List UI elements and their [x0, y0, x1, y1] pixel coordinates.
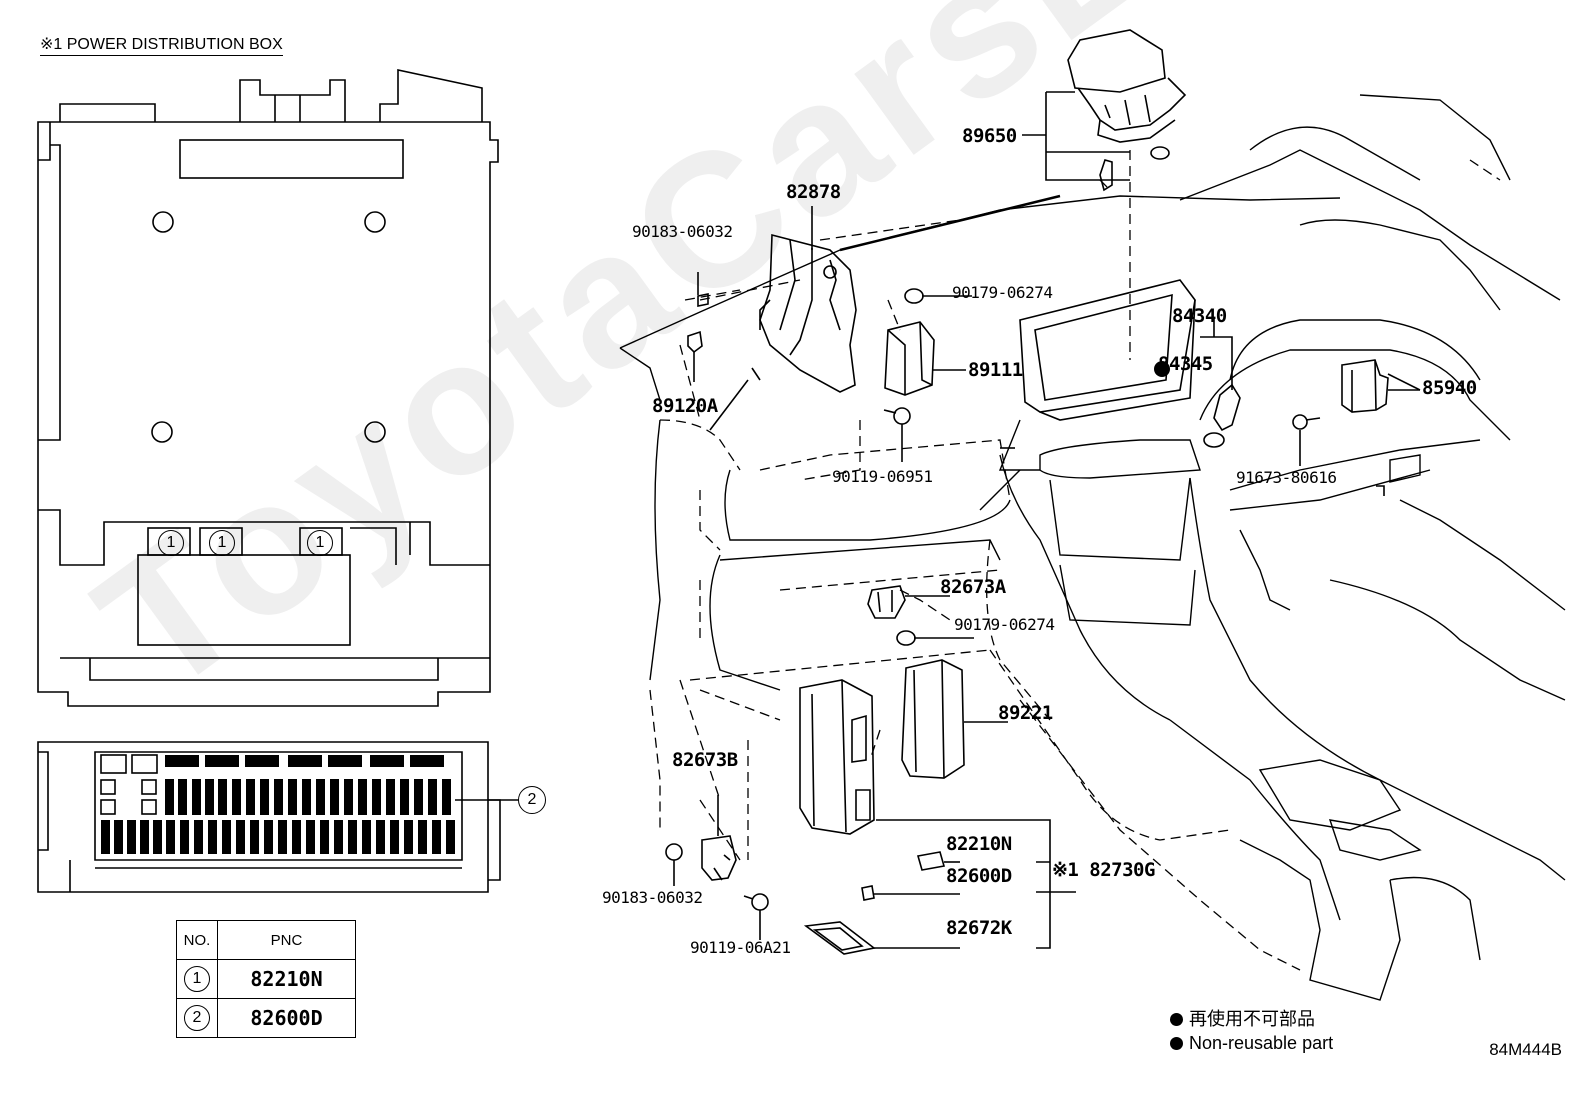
label-89650[interactable]: 89650 [962, 125, 1017, 147]
pnc-header-no: NO. [176, 920, 218, 960]
dashboard-outline [619, 94, 1566, 1001]
label-89120A[interactable]: 89120A [652, 395, 718, 417]
label-85940[interactable]: 85940 [1422, 377, 1477, 399]
label-89221[interactable]: 89221 [998, 702, 1053, 724]
leader-lines [709, 369, 1421, 496]
power-distribution-box-front [37, 69, 499, 707]
part-82878-graphic [751, 206, 857, 393]
label-82878[interactable]: 82878 [786, 181, 841, 203]
dashboard-hidden-lines [649, 150, 1501, 971]
part-89650-graphic [1022, 29, 1187, 192]
part-display-graphic [1019, 279, 1196, 421]
label-84345[interactable]: 84345 [1158, 353, 1213, 375]
legend-non-reusable-en: Non-reusable part [1170, 1032, 1333, 1054]
label-90119-06951[interactable]: 90119-06951 [832, 467, 933, 486]
pnc-row-1-no: 1 [184, 966, 210, 992]
part-84340-graphic [1200, 318, 1241, 448]
label-91673-80616[interactable]: 91673-80616 [1236, 468, 1337, 487]
box-marker-1c: 1 [307, 530, 333, 556]
table-row: 2 82600D [176, 998, 356, 1038]
power-distribution-box-top [37, 741, 501, 893]
part-82673B-graphic [701, 795, 737, 881]
label-84340[interactable]: 84340 [1172, 305, 1227, 327]
legend-dot-icon [1170, 1037, 1183, 1050]
pnc-row-2-value[interactable]: 82600D [217, 998, 356, 1038]
legend-text-en: Non-reusable part [1189, 1033, 1334, 1053]
legend-text-jp: 再使用不可部品 [1189, 1009, 1315, 1029]
non-reusable-dot-icon [1154, 361, 1170, 377]
pnc-header-pnc: PNC [217, 920, 356, 960]
label-82672K[interactable]: 82672K [946, 917, 1012, 939]
part-82730G-graphic [799, 679, 1076, 949]
section-title: ※1 POWER DISTRIBUTION BOX [40, 36, 283, 56]
part-89111-graphic [884, 321, 935, 396]
part-89221-graphic [901, 659, 1008, 779]
part-82600D-graphic [861, 885, 960, 901]
label-82673A[interactable]: 82673A [940, 576, 1006, 598]
table-row: 1 82210N [176, 959, 356, 999]
label-82600D[interactable]: 82600D [946, 865, 1012, 887]
callout-2: 2 [518, 786, 546, 814]
label-90179-06274-bottom[interactable]: 90179-06274 [954, 615, 1055, 634]
pnc-table: NO. PNC 1 82210N 2 82600D [176, 920, 356, 1038]
diagram-code: 84M444B [1489, 1040, 1562, 1059]
part-82672K-graphic [803, 921, 960, 955]
part-82673A-graphic [867, 585, 950, 619]
fasteners [665, 272, 1321, 940]
label-90119-06A21[interactable]: 90119-06A21 [690, 938, 791, 957]
legend-non-reusable-jp: 再使用不可部品 [1170, 1008, 1315, 1030]
legend-dot-icon [1170, 1013, 1183, 1026]
label-90183-06032-top[interactable]: 90183-06032 [632, 222, 733, 241]
label-90183-06032-bottom[interactable]: 90183-06032 [602, 888, 703, 907]
fuse-blocks [101, 755, 455, 854]
label-89111[interactable]: 89111 [968, 359, 1023, 381]
box-marker-1a: 1 [158, 530, 184, 556]
label-82730G[interactable]: ※1 82730G [1052, 859, 1155, 881]
label-82673B[interactable]: 82673B [672, 749, 738, 771]
box-marker-1b: 1 [209, 530, 235, 556]
pnc-row-1-value[interactable]: 82210N [217, 959, 356, 999]
label-82210N[interactable]: 82210N [946, 833, 1012, 855]
part-85940-graphic [1341, 359, 1420, 413]
label-90179-06274-top[interactable]: 90179-06274 [952, 283, 1053, 302]
part-82210N-graphic [916, 851, 960, 871]
pnc-row-2-no: 2 [184, 1005, 210, 1031]
